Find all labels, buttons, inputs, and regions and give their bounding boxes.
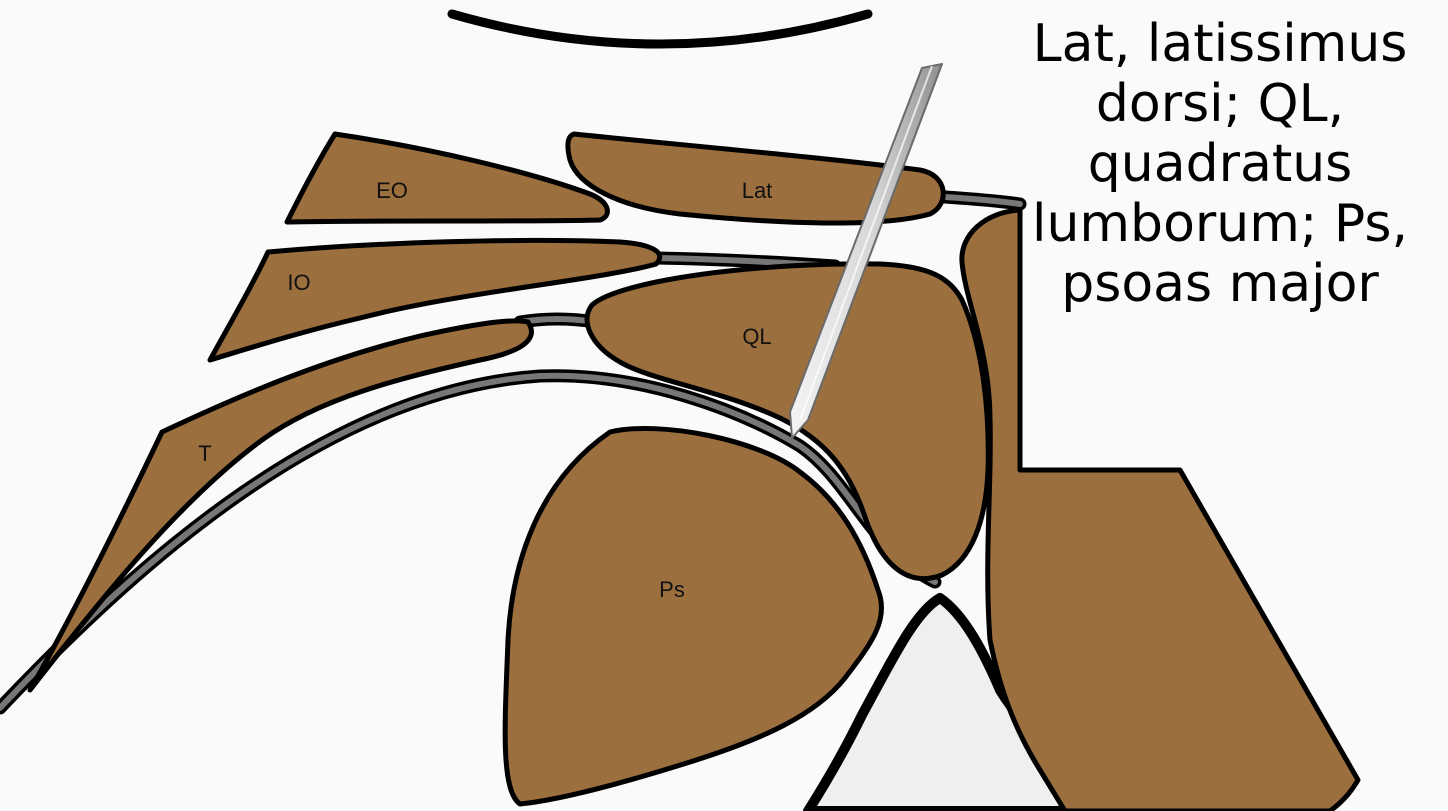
muscle-label-ps: Ps xyxy=(659,577,685,602)
legend-line: Lat, latissimus xyxy=(1010,14,1430,74)
muscle-label-t: T xyxy=(198,441,211,466)
legend-line: lumborum; Ps, xyxy=(1010,194,1430,254)
legend-line: dorsi; QL, xyxy=(1010,74,1430,134)
psoas-major-muscle xyxy=(505,428,881,804)
muscle-label-lat: Lat xyxy=(742,178,773,203)
legend-line: quadratus xyxy=(1010,134,1430,194)
muscle-label-eo: EO xyxy=(376,178,408,203)
transversus-muscle xyxy=(30,321,531,690)
muscle-label-ql: QL xyxy=(742,324,771,349)
legend-line: psoas major xyxy=(1010,254,1430,314)
external-oblique-muscle xyxy=(287,134,607,222)
top-arc xyxy=(452,14,868,44)
muscle-label-io: IO xyxy=(287,270,310,295)
abbreviation-legend: Lat, latissimus dorsi; QL, quadratus lum… xyxy=(1010,14,1430,314)
